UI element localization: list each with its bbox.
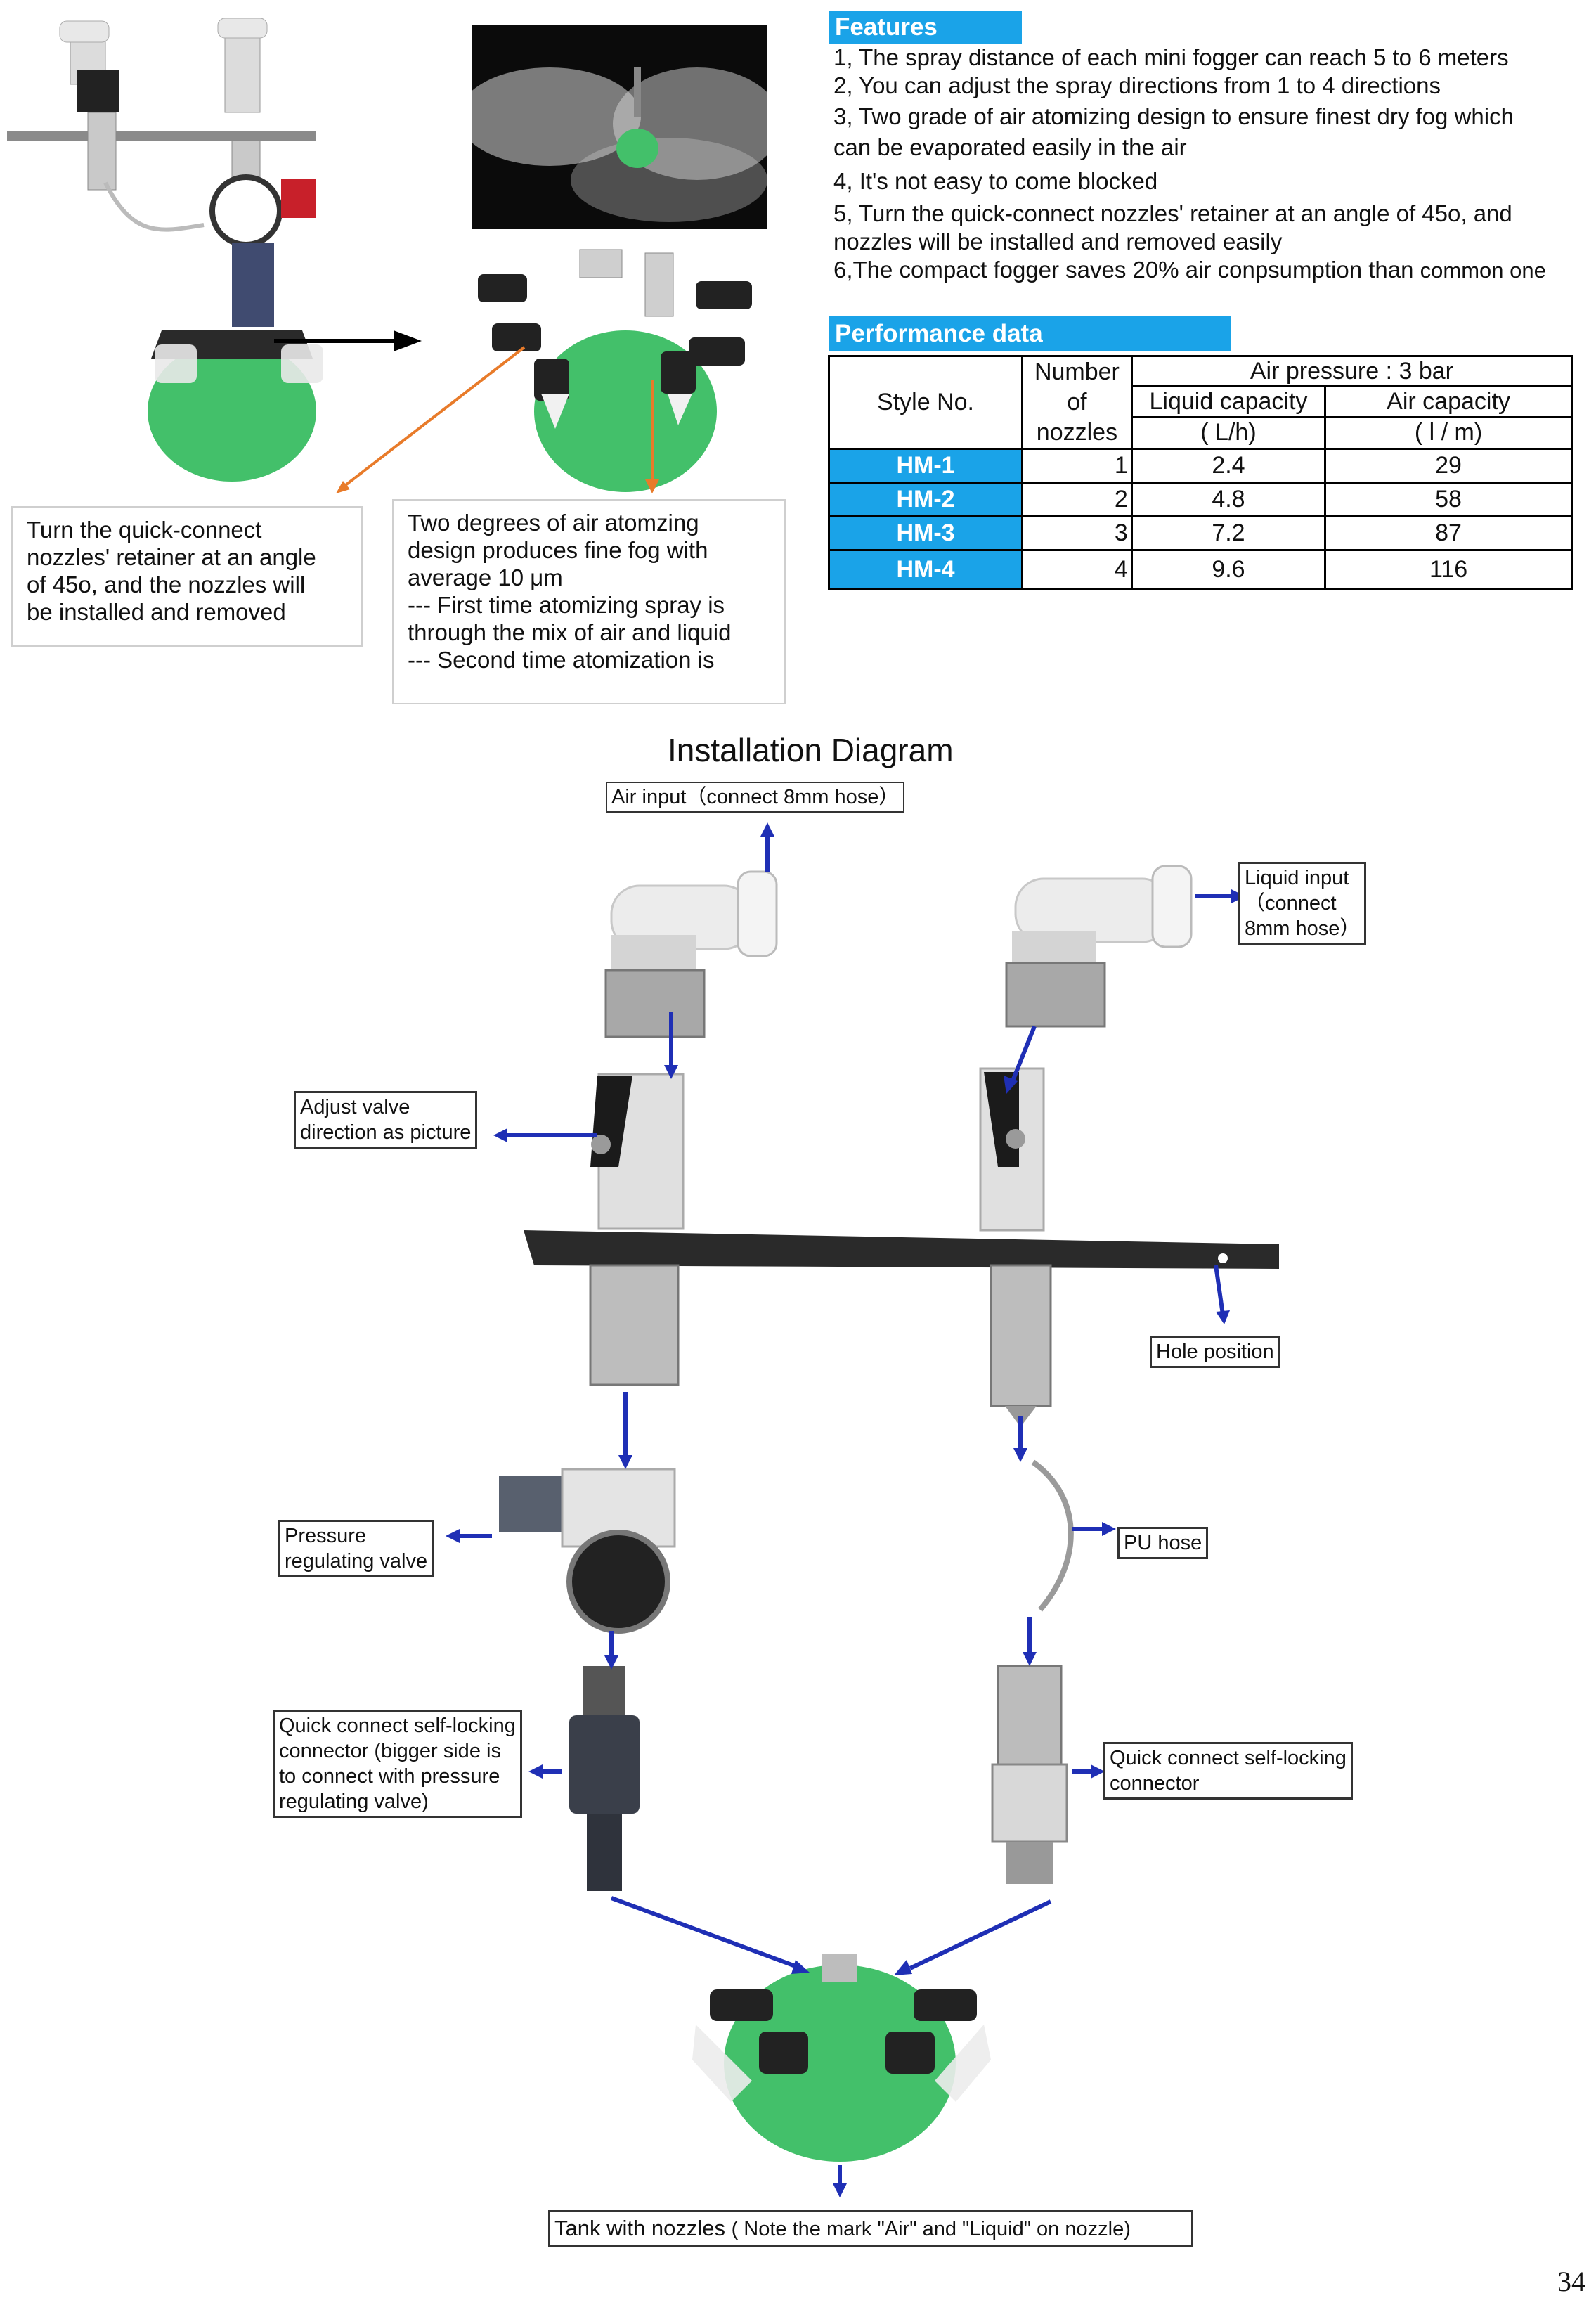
table-row: HM-4 4 9.6 116 bbox=[827, 549, 1573, 590]
page-number: 34 bbox=[1557, 2266, 1585, 2297]
label-liquid-input-line: （connect bbox=[1245, 892, 1337, 915]
orange-pointer-arrows bbox=[336, 346, 659, 493]
label-tank-line: Tank with nozzles ( Note the mark "Air" … bbox=[554, 2214, 1187, 2244]
label-pressure-valve-line: Pressure bbox=[285, 1525, 367, 1547]
label-liquid-input-line: 8mm hose） bbox=[1245, 917, 1361, 940]
callout-retainer: Turn the quick-connect nozzles' retainer… bbox=[11, 506, 363, 647]
table-row: HM-2 2 4.8 58 bbox=[827, 482, 1573, 517]
label-hole-position-text: Hole position bbox=[1156, 1341, 1274, 1363]
liquid-capacity-header: Liquid capacity bbox=[1130, 385, 1327, 418]
nozzles-header-line: of bbox=[1067, 389, 1087, 415]
callout-retainer-line: nozzles' retainer at an angle bbox=[27, 544, 316, 570]
liquid-cell: 7.2 bbox=[1130, 515, 1327, 551]
feature-line-text: 6,The compact fogger saves 20% air conps… bbox=[833, 257, 1414, 283]
label-qc-left-line: connector (bigger side is bbox=[279, 1740, 501, 1762]
feature-line: 3, Two grade of air atomizing design to … bbox=[833, 103, 1514, 129]
nozzles-cell: 3 bbox=[1021, 515, 1133, 551]
label-liquid-input: Liquid input （connect 8mm hose） bbox=[1238, 862, 1367, 945]
callout-atomizing: Two degrees of air atomzing design produ… bbox=[392, 499, 786, 704]
installation-diagram-drawing bbox=[446, 822, 1279, 2197]
nozzles-header-line: Number bbox=[1034, 359, 1120, 385]
nozzles-header-line: nozzles bbox=[1036, 419, 1118, 446]
label-pu-hose-text: PU hose bbox=[1124, 1532, 1202, 1554]
label-air-input-text: Air input（connect 8mm hose） bbox=[611, 786, 900, 808]
air-cell: 29 bbox=[1324, 448, 1573, 484]
label-pu-hose: PU hose bbox=[1117, 1527, 1209, 1559]
liquid-unit: ( L/h) bbox=[1130, 415, 1327, 451]
fog-spray-photo bbox=[472, 25, 767, 229]
callout-retainer-line: be installed and removed bbox=[27, 599, 286, 625]
label-pressure-valve-line: regulating valve bbox=[285, 1550, 428, 1573]
label-tank: Tank with nozzles ( Note the mark "Air" … bbox=[548, 2210, 1193, 2247]
label-tank-note: ( Note the mark "Air" and "Liquid" on no… bbox=[731, 2218, 1131, 2240]
label-pressure-valve: Pressure regulating valve bbox=[278, 1520, 434, 1577]
performance-table: Style No. Number of nozzles Air pressure… bbox=[827, 354, 1574, 590]
air-pressure-header: Air pressure : 3 bar bbox=[1130, 354, 1574, 388]
callout-atomizing-line: design produces fine fog with bbox=[408, 537, 708, 563]
fogger-closeup-photo bbox=[464, 246, 773, 492]
label-qc-left-line: regulating valve) bbox=[279, 1790, 429, 1813]
liquid-cell: 2.4 bbox=[1130, 448, 1327, 484]
nozzles-cell: 1 bbox=[1021, 448, 1133, 484]
nozzles-header: Number of nozzles bbox=[1021, 355, 1133, 450]
style-cell: HM-2 bbox=[827, 482, 1024, 517]
feature-line: nozzles will be installed and removed ea… bbox=[833, 228, 1283, 254]
style-no-header: Style No. bbox=[827, 355, 1024, 450]
callout-retainer-line: Turn the quick-connect bbox=[27, 517, 262, 543]
fogger-assembly-photo bbox=[0, 0, 436, 492]
air-elbow-fitting bbox=[604, 870, 778, 1038]
blue-arrows bbox=[446, 822, 1245, 2197]
feature-line: can be evaporated easily in the air bbox=[833, 134, 1187, 160]
style-cell: HM-3 bbox=[827, 515, 1024, 551]
label-qc-left-line: Quick connect self-locking bbox=[279, 1715, 516, 1737]
callout-atomizing-line: Two degrees of air atomzing bbox=[408, 510, 699, 536]
liquid-cell: 4.8 bbox=[1130, 482, 1327, 517]
label-adjust-valve-line: direction as picture bbox=[300, 1121, 472, 1144]
nozzles-cell: 2 bbox=[1021, 482, 1133, 517]
feature-line: 1, The spray distance of each mini fogge… bbox=[833, 44, 1509, 70]
label-liquid-input-line: Liquid input bbox=[1245, 867, 1349, 889]
label-adjust-valve: Adjust valve direction as picture bbox=[294, 1091, 478, 1149]
label-tank-text: Tank with nozzles bbox=[554, 2216, 725, 2240]
callout-atomizing-line: --- First time atomizing spray is bbox=[408, 592, 725, 618]
table-row: HM-1 1 2.4 29 bbox=[827, 448, 1573, 484]
callout-atomizing-line: through the mix of air and liquid bbox=[408, 619, 732, 645]
air-capacity-header: Air capacity bbox=[1324, 385, 1573, 418]
label-qc-left: Quick connect self-locking connector (bi… bbox=[273, 1710, 522, 1818]
diagram-title: Installation Diagram bbox=[668, 732, 954, 768]
feature-line: 4, It's not easy to come blocked bbox=[833, 168, 1158, 194]
label-air-input: Air input（connect 8mm hose） bbox=[606, 782, 905, 813]
callout-atomizing-line: --- Second time atomization is bbox=[408, 647, 715, 673]
feature-line: 2, You can adjust the spray directions f… bbox=[833, 72, 1441, 98]
air-unit: ( l / m) bbox=[1324, 415, 1573, 451]
air-cell: 58 bbox=[1324, 482, 1573, 517]
liquid-cell: 9.6 bbox=[1130, 549, 1327, 590]
feature-line: 5, Turn the quick-connect nozzles' retai… bbox=[833, 200, 1512, 226]
label-qc-right-line: Quick connect self-locking bbox=[1110, 1747, 1347, 1769]
callout-atomizing-line: average 10 μm bbox=[408, 564, 563, 590]
label-qc-right: Quick connect self-locking connector bbox=[1103, 1742, 1353, 1800]
style-cell: HM-1 bbox=[827, 448, 1024, 484]
liquid-elbow-fitting bbox=[1005, 865, 1193, 1028]
label-adjust-valve-line: Adjust valve bbox=[300, 1096, 410, 1118]
style-cell: HM-4 bbox=[827, 549, 1024, 590]
features-heading: Features bbox=[829, 11, 1022, 44]
label-qc-right-line: connector bbox=[1110, 1772, 1200, 1795]
nozzles-cell: 4 bbox=[1021, 549, 1133, 590]
air-cell: 87 bbox=[1324, 515, 1573, 551]
label-hole-position: Hole position bbox=[1150, 1336, 1280, 1368]
feature-line-last: 6,The compact fogger saves 20% air conps… bbox=[833, 256, 1546, 285]
label-qc-left-line: to connect with pressure bbox=[279, 1765, 500, 1788]
feature-line-suffix: common one bbox=[1420, 258, 1546, 283]
performance-heading: Performance data bbox=[829, 316, 1231, 351]
callout-retainer-line: of 45o, and the nozzles will bbox=[27, 572, 306, 598]
table-row: HM-3 3 7.2 87 bbox=[827, 515, 1573, 551]
air-cell: 116 bbox=[1324, 549, 1573, 590]
